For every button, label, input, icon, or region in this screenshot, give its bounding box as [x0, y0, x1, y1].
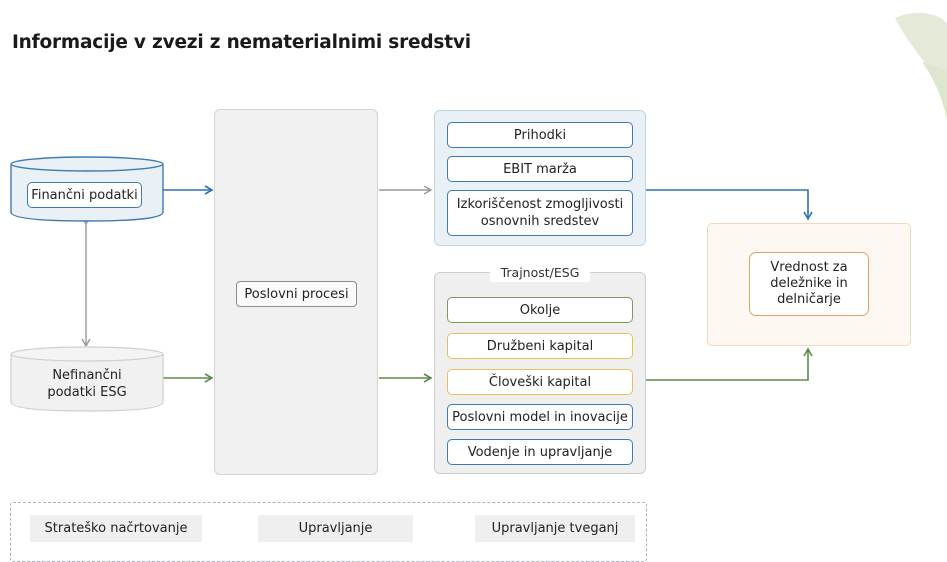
esg-item-environment: Okolje [447, 297, 633, 323]
esg-item-leadership: Vodenje in upravljanje [447, 439, 633, 465]
metric-asset-utilization: Izkoriščenost zmogljivosti osnovnih sred… [447, 190, 633, 236]
stakeholder-value-label: Vrednost za deležnike in delničarje [749, 252, 869, 316]
page-title: Informacije v zvezi z nematerialnimi sre… [12, 32, 471, 53]
leaf-decoration-icon [895, 12, 947, 120]
esg-data-label-line2: podatki ESG [47, 385, 127, 400]
metric-ebit-margin: EBIT marža [447, 156, 633, 182]
management-tag: Upravljanje [258, 515, 413, 542]
arrow-financial-to-value [646, 189, 813, 221]
financial-data-label: Finančni podatki [27, 182, 142, 208]
esg-item-human-capital: Človeški kapital [447, 369, 633, 395]
esg-data-cylinder [10, 346, 164, 412]
metric-asset-utilization-line2: osnovnih sredstev [480, 214, 600, 229]
arrow-esg-to-value [646, 347, 813, 381]
esg-item-business-model: Poslovni model in inovacije [447, 404, 633, 430]
esg-panel-header: Trajnost/ESG [490, 264, 590, 282]
metric-asset-utilization-line1: Izkoriščenost zmogljivosti [456, 197, 624, 212]
esg-data-label-line1: Nefinančni [52, 368, 122, 383]
business-processes-label: Poslovni procesi [236, 281, 357, 307]
stakeholder-value-line3: delničarje [777, 292, 841, 307]
stakeholder-value-line1: Vrednost za [770, 260, 848, 275]
esg-data-label: Nefinančni podatki ESG [10, 366, 164, 402]
esg-item-social-capital: Družbeni kapital [447, 333, 633, 359]
stakeholder-value-line2: deležnike in [770, 276, 848, 291]
strategic-planning-tag: Strateško načrtovanje [30, 515, 202, 542]
risk-management-tag: Upravljanje tveganj [475, 515, 635, 542]
metric-revenue: Prihodki [447, 122, 633, 148]
